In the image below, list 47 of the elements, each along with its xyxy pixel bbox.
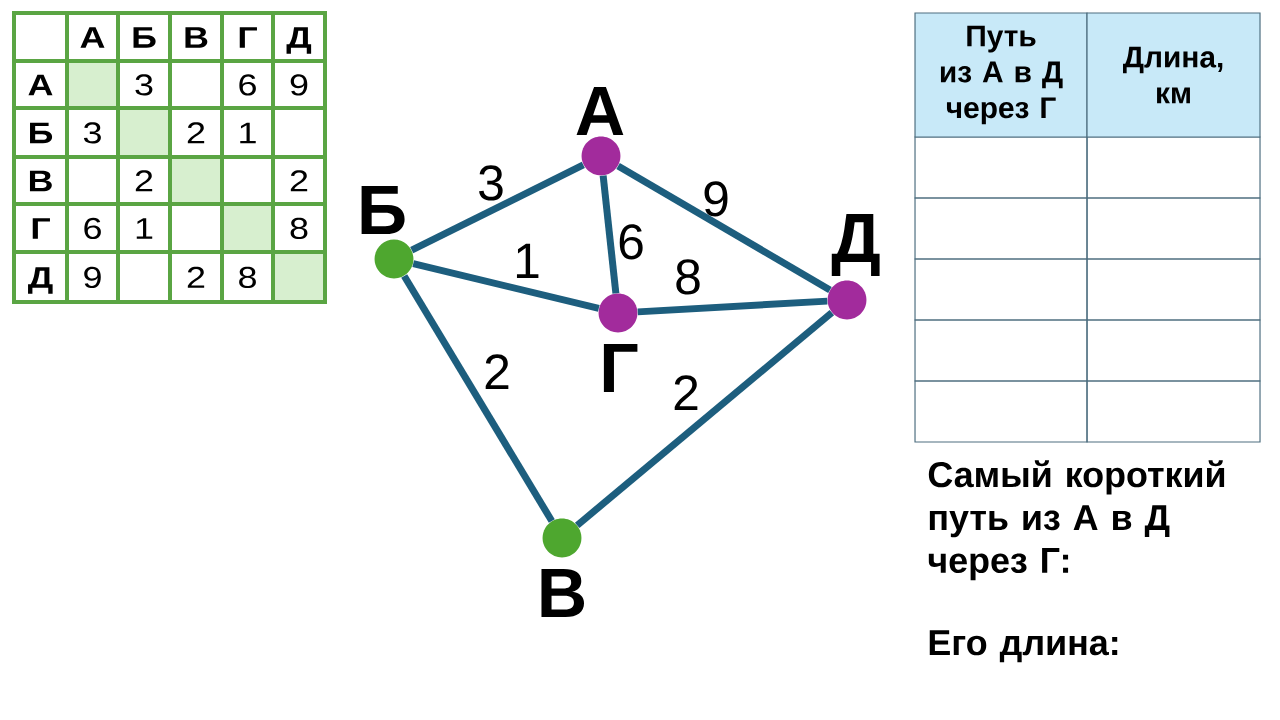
- table-cell: 2: [187, 266, 205, 288]
- column-header: В: [185, 27, 208, 48]
- row-header: Д: [28, 267, 53, 294]
- graph-edge: [412, 260, 600, 312]
- table-cell: 3: [83, 122, 101, 144]
- table-cell: 2: [135, 170, 153, 192]
- vertex-label: Б: [361, 186, 405, 234]
- table-cell: 1: [136, 218, 153, 239]
- column-header: Б: [133, 27, 156, 48]
- table-cell: 8: [239, 266, 256, 288]
- vertex-label: А: [576, 87, 624, 135]
- question-text: Самый короткий путь из А в Д через Г:: [928, 460, 1225, 581]
- vertex-label: Д: [831, 214, 880, 276]
- edge-label: 6: [619, 224, 643, 260]
- table-cell: 9: [84, 266, 101, 288]
- vertex-label: Г: [603, 344, 638, 392]
- edge-label: 3: [479, 165, 503, 201]
- row-header: А: [28, 74, 53, 96]
- edge-label: 2: [485, 354, 509, 389]
- graph-edge: [401, 274, 555, 523]
- table-cell: 6: [84, 217, 101, 239]
- table-cell: 2: [187, 122, 205, 144]
- column-header: Путь из А в Д через Г: [914, 12, 1088, 138]
- edge-label: 8: [676, 259, 700, 295]
- column-header: Г: [239, 27, 257, 48]
- graph-edge: [599, 175, 620, 294]
- graph-edge: [637, 297, 828, 316]
- table-cell: 8: [290, 217, 308, 239]
- table-cell: 2: [290, 170, 308, 192]
- table-cell: 6: [239, 74, 256, 96]
- graph-edge: [574, 310, 835, 528]
- column-header: А: [80, 27, 105, 48]
- table-cell: 3: [135, 74, 153, 96]
- table-cell: 1: [240, 122, 256, 144]
- column-header: Длина, км: [1086, 12, 1261, 138]
- row-header: В: [29, 170, 52, 192]
- question-text: Его длина:: [929, 630, 1118, 663]
- graph-edge: [616, 163, 832, 294]
- row-header: Г: [32, 218, 50, 239]
- edge-label: 1: [516, 243, 539, 278]
- edge-label: 9: [704, 181, 728, 217]
- edge-label: 2: [674, 375, 698, 410]
- graph-edge: [410, 161, 585, 254]
- table-cell: 9: [290, 74, 308, 96]
- row-header: Б: [30, 122, 53, 144]
- column-header: Д: [286, 27, 312, 54]
- vertex-label: В: [541, 569, 585, 617]
